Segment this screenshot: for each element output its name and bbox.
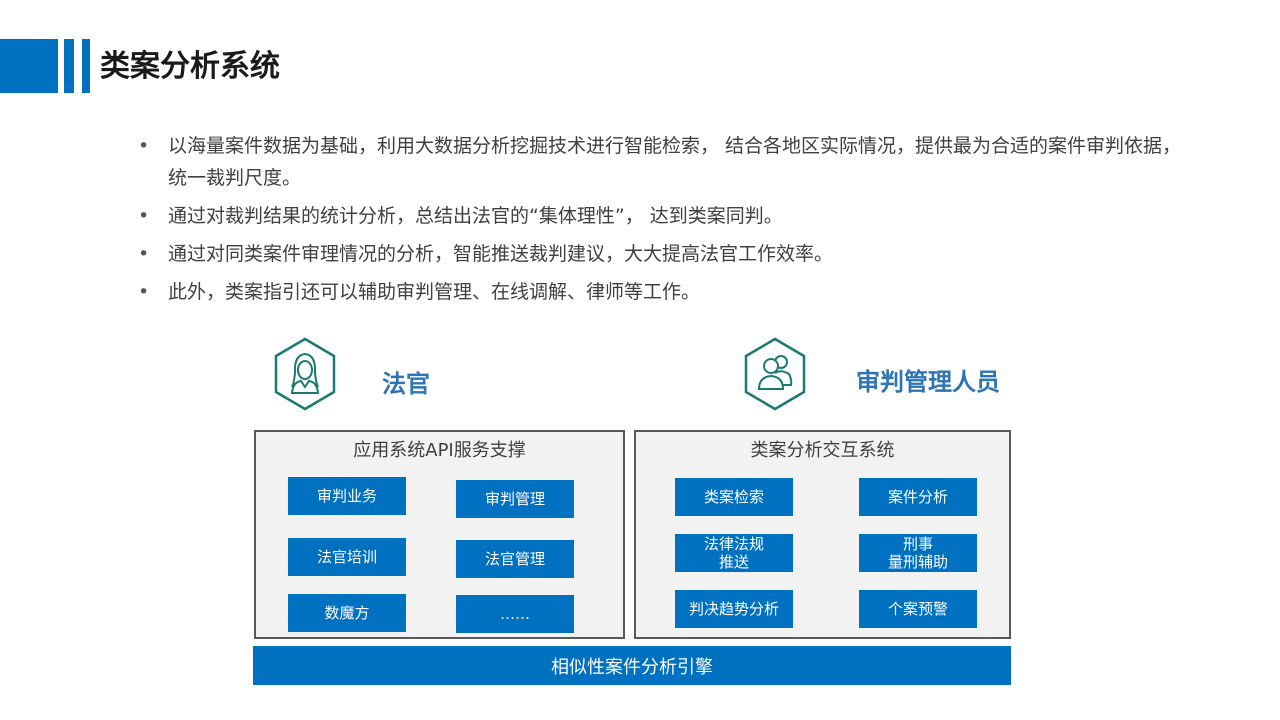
bullet-item: 通过对同类案件审理情况的分析，智能推送裁判建议，大大提高法官工作效率。 — [138, 238, 1198, 270]
header-bar — [64, 39, 74, 93]
page-title: 类案分析系统 — [100, 49, 280, 84]
role-manager-label: 审判管理人员 — [856, 368, 1000, 396]
module-trial-management[interactable]: 审判管理 — [456, 480, 574, 518]
header-block — [0, 39, 58, 93]
module-trend-analysis[interactable]: 判决趋势分析 — [675, 590, 793, 628]
module-sentencing-aid[interactable]: 刑事 量刑辅助 — [859, 534, 977, 572]
module-case-search[interactable]: 类案检索 — [675, 478, 793, 516]
module-trial-business[interactable]: 审判业务 — [288, 477, 406, 515]
header-bar-thin — [82, 39, 90, 93]
module-case-warning[interactable]: 个案预警 — [859, 590, 977, 628]
similarity-engine-bar: 相似性案件分析引擎 — [253, 646, 1011, 685]
module-case-analysis[interactable]: 案件分析 — [859, 478, 977, 516]
judge-icon — [274, 337, 336, 411]
module-more[interactable]: …… — [456, 595, 574, 633]
bullet-item: 此外，类案指引还可以辅助审判管理、在线调解、律师等工作。 — [138, 276, 1198, 308]
api-services-panel: 应用系统API服务支撑 审判业务 审判管理 法官培训 法官管理 数魔方 …… — [254, 430, 625, 639]
module-judge-training[interactable]: 法官培训 — [288, 538, 406, 576]
module-data-cube[interactable]: 数魔方 — [288, 594, 406, 632]
users-icon — [744, 337, 806, 411]
module-law-push[interactable]: 法律法规 推送 — [675, 534, 793, 572]
bullet-list: 以海量案件数据为基础，利用大数据分析挖掘技术进行智能检索， 结合各地区实际情况，… — [138, 130, 1198, 314]
case-analysis-panel: 类案分析交互系统 类案检索 案件分析 法律法规 推送 刑事 量刑辅助 判决趋势分… — [634, 430, 1011, 639]
bullet-item: 以海量案件数据为基础，利用大数据分析挖掘技术进行智能检索， 结合各地区实际情况，… — [138, 130, 1198, 194]
panel-title: 应用系统API服务支撑 — [353, 440, 526, 461]
role-judge-label: 法官 — [382, 370, 430, 398]
bullet-item: 通过对裁判结果的统计分析，总结出法官的“集体理性”， 达到类案同判。 — [138, 200, 1198, 232]
panel-title: 类案分析交互系统 — [750, 440, 895, 461]
module-judge-management[interactable]: 法官管理 — [456, 540, 574, 578]
